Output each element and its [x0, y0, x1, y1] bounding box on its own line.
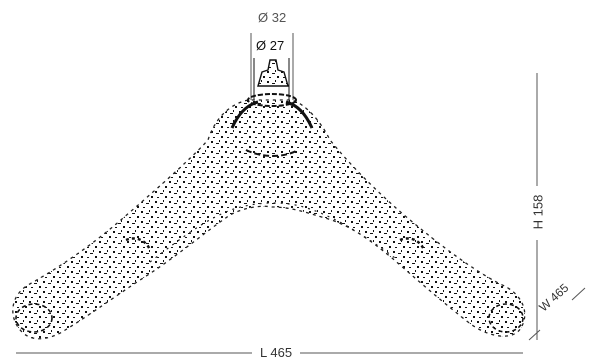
- height-label: H 158: [530, 190, 546, 234]
- length-label: L 465: [254, 346, 299, 360]
- inner-diameter-dimension: [253, 58, 290, 100]
- width-dimension: [528, 287, 586, 341]
- outer-diameter-label: Ø 32: [258, 10, 287, 25]
- inner-diameter-label: Ø 27: [254, 38, 287, 53]
- outer-diameter-dimension: [250, 33, 294, 100]
- chandelier-body: [12, 59, 526, 340]
